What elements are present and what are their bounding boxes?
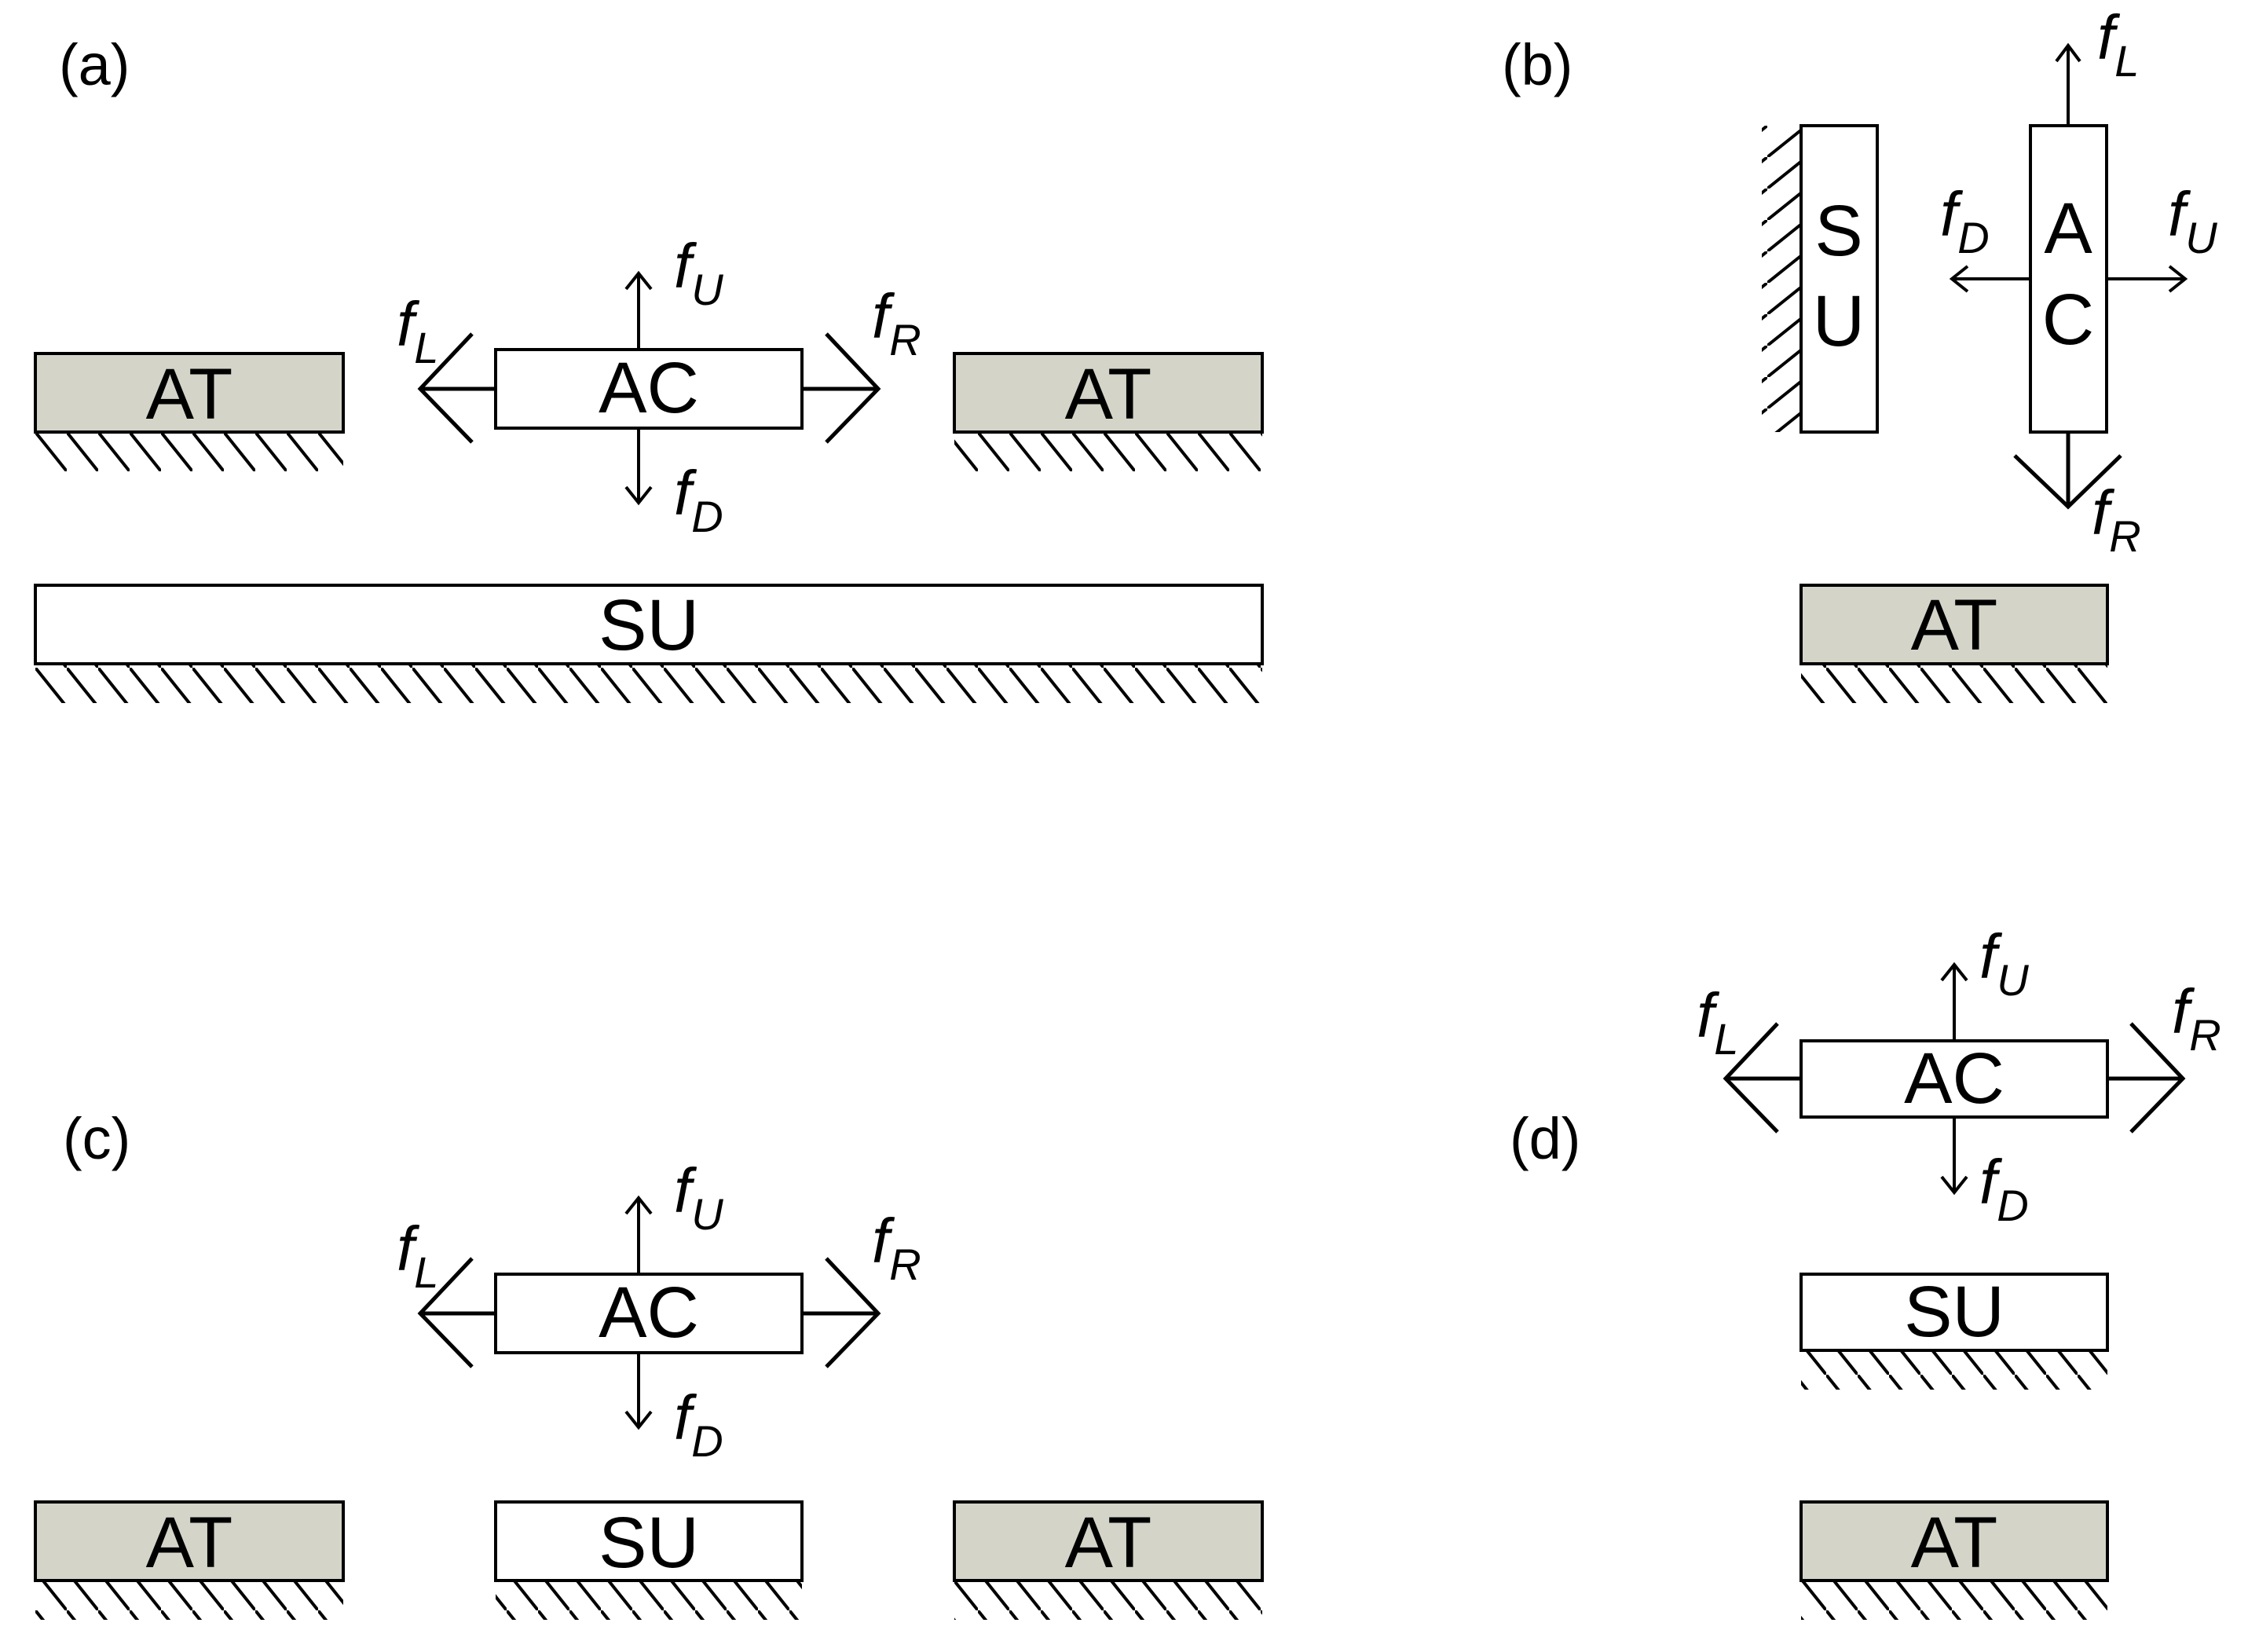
force-down-arrowhead xyxy=(1940,1175,1968,1196)
ground-hatch xyxy=(1801,1581,2107,1620)
substrate-rect xyxy=(1799,124,1879,434)
ground-hatch xyxy=(1801,1350,2107,1390)
actuator-label: AC xyxy=(599,348,699,428)
force-left-arrowhead xyxy=(2055,42,2081,63)
attractor-block-left: AT xyxy=(34,352,345,471)
force-down-label: fD xyxy=(674,458,723,541)
force-right-label: fR xyxy=(872,281,921,364)
attractor-rect xyxy=(1799,1500,2109,1582)
panel-a: (a) AT AT AC fU fD fL xyxy=(34,32,1264,703)
substrate-block: SU xyxy=(494,1500,804,1620)
force-right-label: fR xyxy=(2092,478,2141,561)
panel-d: (d) AC fU fD fL fR SU AT xyxy=(1510,921,2221,1620)
actuator-block: AC fU fD fL fR xyxy=(397,1156,921,1466)
wall-hatch xyxy=(1762,126,1801,432)
force-down-arrowhead xyxy=(624,485,653,506)
substrate-block-vertical: S U xyxy=(1762,124,1879,434)
substrate-label-u: U xyxy=(1813,281,1865,361)
force-right-arrowhead xyxy=(2129,1022,2186,1134)
attractor-label: AT xyxy=(1065,1503,1152,1583)
ground-hatch xyxy=(954,1581,1262,1620)
force-down-label: fD xyxy=(674,1383,723,1466)
force-right-arrowhead xyxy=(825,1257,881,1368)
substrate-label: SU xyxy=(599,1503,699,1583)
substrate-label: SU xyxy=(1904,1272,2005,1352)
actuator-label-a: A xyxy=(2044,189,2092,269)
substrate-rect xyxy=(494,1500,804,1582)
force-up-arrowhead xyxy=(624,270,653,291)
attractor-label: AT xyxy=(1065,354,1152,434)
actuator-label: AC xyxy=(1904,1038,2005,1119)
panel-b-label: (b) xyxy=(1502,32,1573,97)
actuator-rect xyxy=(2029,124,2108,434)
attractor-rect xyxy=(1799,584,2109,665)
panel-d-label: (d) xyxy=(1510,1106,1580,1171)
force-right-arrowhead xyxy=(825,332,881,444)
force-left-label: fL xyxy=(397,1214,438,1297)
force-left-label: fL xyxy=(397,289,438,372)
force-down-label: fD xyxy=(1940,179,1990,262)
attractor-block-right: AT xyxy=(953,352,1264,471)
ground-hatch xyxy=(35,432,343,471)
force-down-arrowhead xyxy=(1949,265,1969,293)
attractor-rect xyxy=(34,352,345,434)
substrate-block: SU xyxy=(1799,1272,2109,1390)
force-left-arrowhead xyxy=(417,1257,474,1368)
force-up-label: fU xyxy=(2168,179,2217,262)
force-down-label: fD xyxy=(1979,1147,2029,1230)
actuator-label: AC xyxy=(599,1273,699,1353)
attractor-rect xyxy=(953,352,1264,434)
panel-c-label: (c) xyxy=(63,1106,130,1171)
force-left-arrowhead xyxy=(1723,1022,1779,1134)
attractor-label: AT xyxy=(1911,1503,1998,1583)
ground-hatch xyxy=(496,1581,802,1620)
force-left-arrowhead xyxy=(417,332,474,444)
ground-hatch xyxy=(954,432,1262,471)
attractor-block: AT xyxy=(1799,1500,2109,1620)
substrate-rect xyxy=(1799,1273,2109,1352)
force-up-arrowhead xyxy=(1940,962,1968,982)
attractor-label: AT xyxy=(146,354,233,434)
ground-hatch xyxy=(35,1581,343,1620)
force-up-label: fU xyxy=(1979,921,2029,1005)
actuator-rect xyxy=(1799,1039,2109,1119)
attractor-block: AT xyxy=(1799,584,2109,703)
panel-c: (c) AC fU fD fL fR AT SU xyxy=(34,1106,1264,1620)
force-up-label: fU xyxy=(674,231,723,314)
force-down-arrowhead xyxy=(624,1410,653,1430)
panel-a-label: (a) xyxy=(59,32,130,97)
substrate-rect xyxy=(34,584,1264,665)
force-right-arrowhead xyxy=(2013,454,2122,510)
force-up-arrowhead xyxy=(2168,265,2188,293)
force-up-label: fU xyxy=(674,1156,723,1239)
attractor-label: AT xyxy=(146,1503,233,1583)
attractor-block-left: AT xyxy=(34,1500,345,1620)
actuator-rect xyxy=(494,348,804,430)
ground-hatch xyxy=(35,664,1262,703)
actuator-block: AC fU fD fL fR xyxy=(397,231,921,541)
force-left-label: fL xyxy=(1697,980,1738,1064)
attractor-rect xyxy=(34,1500,345,1582)
attractor-rect xyxy=(953,1500,1264,1582)
substrate-label: SU xyxy=(599,585,699,665)
ground-hatch xyxy=(1801,664,2107,703)
actuator-block-vertical: A C fL fD fU fR xyxy=(1940,2,2217,561)
force-left-label: fL xyxy=(2097,2,2139,86)
actuator-block: AC fU fD fL fR xyxy=(1697,921,2221,1230)
substrate-block: SU xyxy=(34,584,1264,703)
panel-b: (b) S U A C fL fD fU xyxy=(1502,2,2217,703)
force-up-arrowhead xyxy=(624,1195,653,1215)
attractor-block-right: AT xyxy=(953,1500,1264,1620)
force-right-label: fR xyxy=(2172,976,2221,1060)
actuator-label-c: C xyxy=(2042,280,2094,360)
force-right-label: fR xyxy=(872,1206,921,1289)
substrate-label-s: S xyxy=(1814,191,1862,271)
attractor-label: AT xyxy=(1911,585,1998,665)
